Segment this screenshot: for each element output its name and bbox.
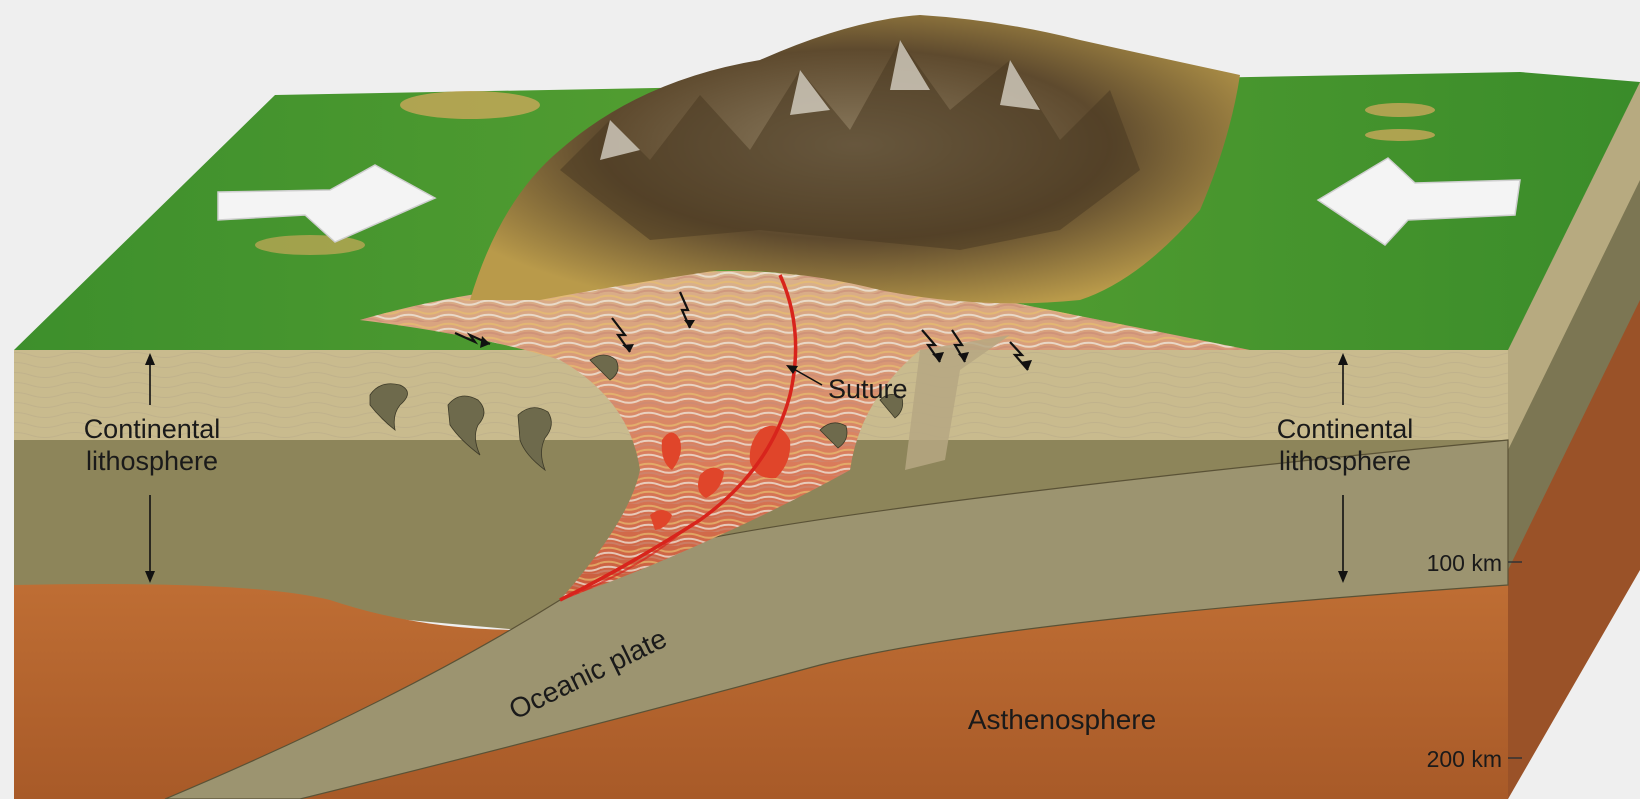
highland-patch (1365, 103, 1435, 117)
right-lithosphere-label-line2: lithosphere (1279, 446, 1411, 476)
highland-patch (255, 235, 365, 255)
highland-patch (1365, 129, 1435, 141)
left-lithosphere-label-line2: lithosphere (86, 446, 218, 476)
left-lithosphere-label-line1: Continental (84, 414, 221, 444)
depth-200-label: 200 km (1427, 746, 1502, 772)
suture-label: Suture (828, 374, 908, 404)
asthenosphere-label: Asthenosphere (968, 704, 1156, 735)
right-lithosphere-label-line1: Continental (1277, 414, 1414, 444)
highland-patch (400, 91, 540, 119)
depth-100-label: 100 km (1427, 550, 1502, 576)
